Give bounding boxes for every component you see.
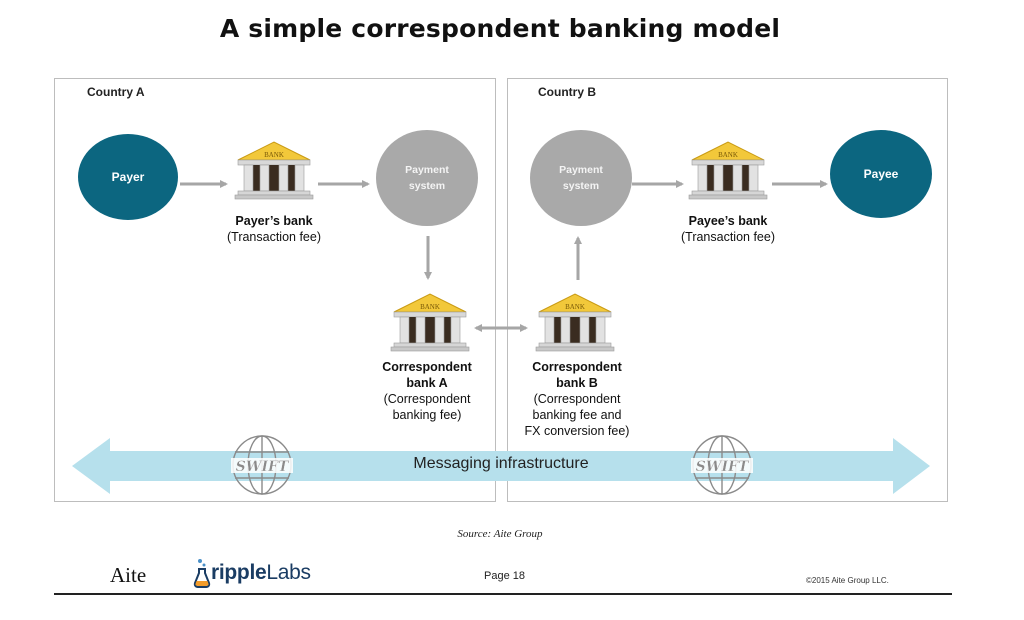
correspondent-bank-a-icon: BANK bbox=[390, 293, 470, 352]
corr-b-fee-1: (Correspondent bbox=[533, 392, 621, 406]
corr-a-name-1: Correspondent bbox=[382, 360, 472, 374]
corr-a-fee-1: (Correspondent bbox=[383, 392, 471, 406]
svg-text:BANK: BANK bbox=[718, 151, 738, 159]
payment-system-b-node: Payment system bbox=[530, 130, 632, 226]
payees-bank-icon: BANK bbox=[688, 141, 768, 200]
swift-logo-right: SWIFT bbox=[691, 435, 753, 495]
messaging-infrastructure-label: Messaging infrastructure bbox=[413, 455, 589, 472]
corr-a-fee-2: banking fee) bbox=[392, 408, 462, 422]
aite-logo: Aite bbox=[110, 563, 147, 587]
flask-icon bbox=[193, 559, 211, 588]
payee-label: Payee bbox=[863, 167, 899, 181]
svg-text:BANK: BANK bbox=[565, 303, 585, 311]
corr-b-fee-3: FX conversion fee) bbox=[524, 424, 630, 438]
payees-bank-fee: (Transaction fee) bbox=[680, 230, 776, 244]
payees-bank-name: Payee’s bank bbox=[688, 214, 768, 228]
payers-bank-caption: Payer’s bank (Transaction fee) bbox=[204, 213, 344, 245]
country-a-label: Country A bbox=[87, 85, 145, 99]
payers-bank-name: Payer’s bank bbox=[235, 214, 313, 228]
payer-node: Payer bbox=[78, 134, 178, 220]
source-note: Source: Aite Group bbox=[457, 528, 543, 540]
payee-node: Payee bbox=[830, 130, 932, 218]
payment-system-a-node: Payment system bbox=[376, 130, 478, 226]
payment-system-a-line1: Payment bbox=[405, 164, 449, 176]
svg-text:BANK: BANK bbox=[420, 303, 440, 311]
payment-system-a-line2: system bbox=[408, 180, 446, 192]
payer-label: Payer bbox=[111, 170, 145, 184]
corr-b-name-2: bank B bbox=[556, 376, 598, 390]
footer-divider bbox=[54, 593, 952, 595]
svg-text:SWIFT: SWIFT bbox=[696, 459, 750, 475]
payers-bank-icon: BANK bbox=[234, 141, 314, 200]
ripple-labs-wordmark: rippleLabs bbox=[211, 561, 311, 585]
swift-logo-left: SWIFT bbox=[231, 435, 293, 495]
ripple-wordmark-light: Labs bbox=[266, 561, 311, 584]
country-b-label: Country B bbox=[538, 85, 596, 99]
payment-system-b-line2: system bbox=[562, 180, 600, 192]
corr-a-name-2: bank A bbox=[406, 376, 448, 390]
copyright: ©2015 Aite Group LLC. bbox=[806, 576, 889, 585]
corr-b-fee-2: banking fee and bbox=[532, 408, 622, 422]
correspondent-bank-b-caption: Correspondent bank B (Correspondent bank… bbox=[509, 359, 645, 439]
corr-b-name-1: Correspondent bbox=[532, 360, 622, 374]
ripple-labs-logo: rippleLabs bbox=[193, 557, 343, 591]
page-title: A simple correspondent banking model bbox=[219, 14, 781, 43]
page-number: Page 18 bbox=[484, 570, 525, 582]
svg-text:BANK: BANK bbox=[264, 151, 284, 159]
correspondent-bank-a-caption: Correspondent bank A (Correspondent bank… bbox=[362, 359, 492, 423]
payees-bank-caption: Payee’s bank (Transaction fee) bbox=[658, 213, 798, 245]
correspondent-bank-b-icon: BANK bbox=[535, 293, 615, 352]
payers-bank-fee: (Transaction fee) bbox=[226, 230, 322, 244]
payment-system-b-line1: Payment bbox=[559, 164, 603, 176]
svg-text:SWIFT: SWIFT bbox=[236, 459, 290, 475]
ripple-wordmark-bold: ripple bbox=[211, 561, 267, 584]
